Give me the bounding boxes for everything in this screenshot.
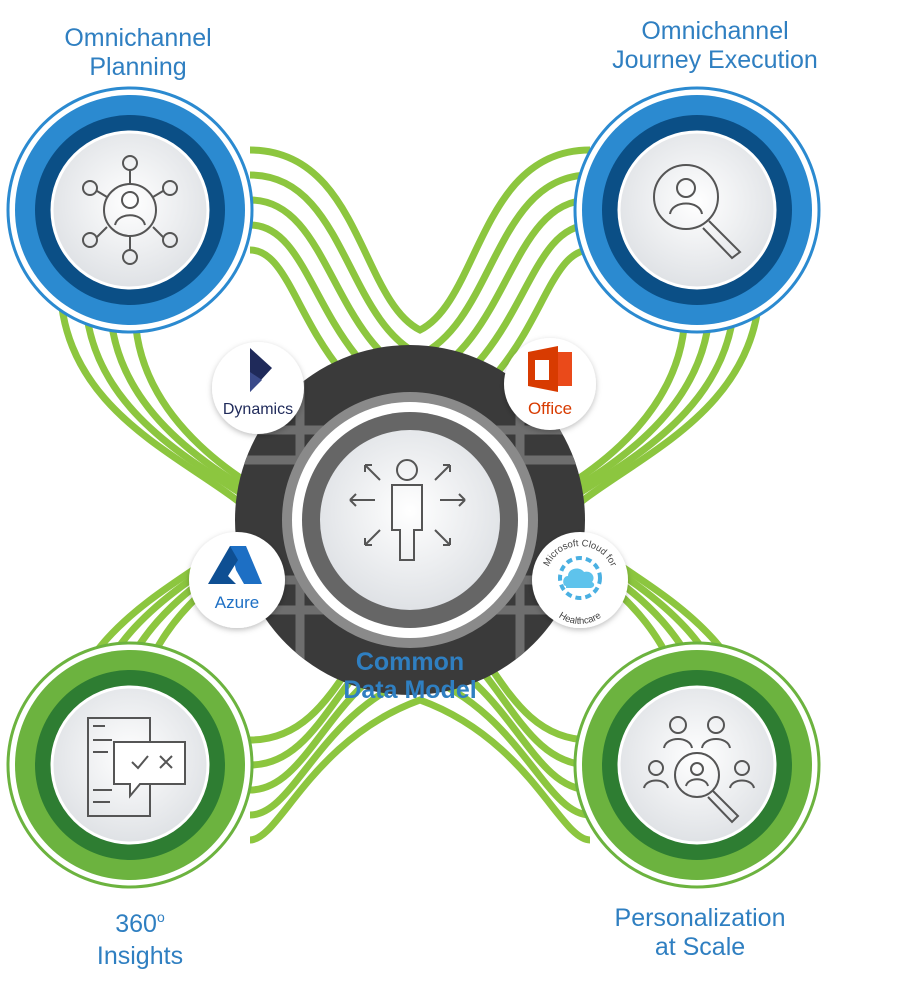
cloud-icon (558, 556, 602, 600)
node-personalization (573, 641, 821, 889)
node-journey (573, 86, 821, 334)
label-personalization: Personalization at Scale (590, 904, 810, 962)
central-hub (235, 345, 585, 695)
label-insights-line1: 360o (115, 909, 165, 938)
label-cdm-line1: Common (355, 648, 465, 676)
office-logo-icon (528, 346, 572, 392)
label-journey-line2: Journey Execution (612, 46, 818, 74)
label-insights: 360o Insights (40, 909, 240, 971)
search-person-icon (653, 164, 742, 260)
azure-logo-icon (208, 546, 262, 584)
audience-search-icon (643, 716, 755, 824)
label-planning-line1: Omnichannel (64, 24, 212, 52)
badge-dynamics (212, 342, 304, 434)
badge-azure-label: Azure (215, 593, 259, 612)
dynamics-logo-icon (250, 348, 272, 392)
network-person-icon (82, 155, 178, 265)
label-personalization-line1: Personalization (614, 904, 786, 932)
label-personalization-line2: at Scale (654, 933, 746, 961)
badge-azure (189, 532, 285, 628)
node-insights (6, 641, 254, 889)
label-journey: Omnichannel Journey Execution (590, 17, 840, 75)
label-cdm-line2: Data Model (343, 676, 477, 704)
node-planning (6, 86, 254, 334)
label-planning-line2: Planning (89, 53, 187, 81)
label-planning: Omnichannel Planning (28, 24, 248, 82)
person-arrows-icon (349, 459, 466, 561)
degree-superscript: o (156, 909, 165, 925)
label-journey-line1: Omnichannel (641, 17, 789, 45)
badge-office-label: Office (528, 399, 572, 418)
badge-cloud-label-bottom: Healthcare (557, 610, 603, 627)
label-common-data-model: Common Data Model (300, 648, 520, 704)
badge-dynamics-label: Dynamics (223, 401, 293, 418)
survey-checklist-icon (87, 717, 186, 817)
label-insights-line2: Insights (96, 942, 184, 970)
